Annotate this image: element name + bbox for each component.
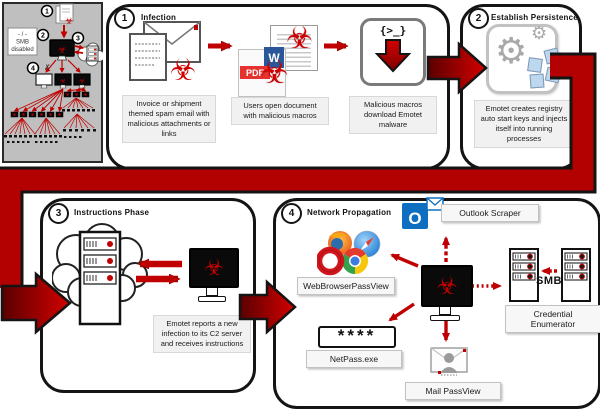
caption-spam-email: Invoice or shipment themed spam email wi… [122, 95, 216, 143]
caption-persistence: Emotet creates registry auto start keys … [474, 100, 574, 148]
outlook-icon: O [402, 197, 444, 229]
label-netpass: NetPass.exe [306, 350, 402, 368]
gear-icon: ⚙ [531, 23, 548, 44]
netpass-password-field: **** [318, 326, 396, 348]
server-tower-icon [509, 248, 539, 302]
infected-computer-icon: ☣ [421, 265, 473, 321]
phase3-badge: 3 [48, 203, 69, 224]
process-fragment [529, 73, 545, 89]
biohazard-icon: ☣ [286, 21, 313, 56]
browser-icons [317, 230, 381, 276]
caption-macro-download: Malicious macros download Emotet malware [349, 96, 437, 134]
biohazard-icon: ☣ [170, 53, 197, 84]
smb-disabled-note: - / - SMB disabled [7, 27, 38, 56]
phase1-badge: 1 [114, 8, 135, 29]
svg-text:☣: ☣ [58, 45, 67, 56]
phase4-title: Network Propagation [307, 208, 392, 217]
svg-text:2: 2 [41, 33, 45, 40]
step-badge-2 [36, 28, 50, 42]
svg-text:3: 3 [76, 36, 80, 43]
svg-text:☣: ☣ [60, 77, 66, 85]
caption-c2-report: Emotet reports a new infection to its C2… [153, 315, 251, 353]
tiny-infected-row [63, 91, 90, 98]
infected-computer-icon: ☣ [189, 248, 239, 302]
smb-label: SMB [536, 275, 562, 287]
step-badge-1 [40, 4, 54, 18]
svg-text:4: 4 [31, 66, 35, 73]
server-tower-icon [561, 248, 591, 302]
blocked-x-icon: ✗ [44, 63, 51, 72]
script-glyph: {>_} [379, 24, 407, 37]
phase1-title: Infection [141, 13, 177, 22]
label-credential-enumerator: Credential Enumerator [505, 305, 600, 333]
svg-text:1: 1 [45, 9, 49, 16]
label-mail-passview: Mail PassView [405, 382, 501, 400]
label-webbrowser-passview: WebBrowserPassView [297, 277, 395, 295]
process-fragment [544, 66, 562, 84]
svg-text:☣: ☣ [79, 77, 85, 85]
svg-text:O: O [408, 209, 421, 228]
malicious-doc-icon: ☣ [55, 3, 74, 27]
spam-email-icon: ☣ [129, 21, 201, 84]
svg-text:SMB: SMB [16, 40, 29, 46]
gear-icon: ⚙ [495, 31, 528, 72]
phase3-title: Instructions Phase [74, 208, 150, 217]
label-outlook-scraper: Outlook Scraper [441, 204, 539, 222]
biohazard-icon: ☣ [65, 16, 74, 27]
process-fragment [527, 57, 543, 73]
svg-text:- / -: - / - [18, 32, 27, 38]
phase2-badge: 2 [468, 8, 489, 29]
malicious-documents-icon: W ☣ PDF ☣ [238, 21, 324, 97]
caption-open-docs: Users open document with malicious macro… [231, 97, 329, 125]
phase2-title: Establish Persistence [491, 13, 578, 22]
step-badge-3 [71, 31, 85, 45]
opera-icon [317, 246, 345, 276]
c2-server-cloud-icon [52, 223, 148, 326]
download-arrow-icon [374, 39, 412, 73]
phase4-badge: 4 [281, 203, 302, 224]
macro-download-icon: {>_} [360, 18, 426, 86]
biohazard-icon: ☣ [260, 53, 289, 91]
mail-passview-icon [430, 347, 468, 376]
network-spread-panel: ☣ 1 - / - SMB disabled 2 ☣ 3 [2, 2, 103, 163]
svg-text:disabled: disabled [11, 47, 33, 53]
chrome-icon [341, 247, 369, 275]
